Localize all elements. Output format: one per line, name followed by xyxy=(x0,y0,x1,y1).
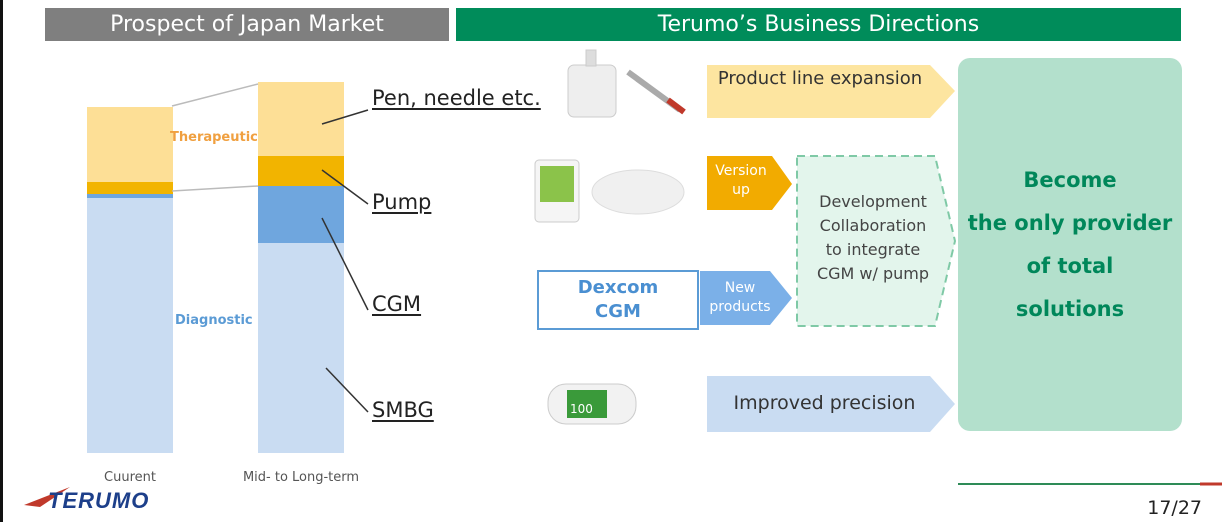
in-bar-label-therapeutic: Therapeutic xyxy=(170,130,258,145)
pen-leader xyxy=(321,109,369,125)
header-market-prospect: Prospect of Japan Market xyxy=(45,8,449,41)
pump-leader xyxy=(321,169,369,205)
dev-line-4: CGM w/ pump xyxy=(816,264,930,283)
improved-precision-text: Improved precision xyxy=(733,392,916,414)
insulin-pump-icon xyxy=(534,159,685,223)
insulin-pen-icon xyxy=(567,49,617,118)
development-dashed-chevron xyxy=(796,155,957,327)
dev-line-3: to integrate xyxy=(825,240,921,259)
in-bar-label-diagnostic: Diagnostic xyxy=(175,313,253,328)
version-up-text: Version up xyxy=(715,163,767,198)
provider-line-1: Become xyxy=(1023,167,1117,192)
provider-line-4: solutions xyxy=(1015,296,1125,321)
terumo-logo: TERUMO xyxy=(48,488,150,513)
new-products-text: New products xyxy=(709,280,771,315)
cgm-leader xyxy=(321,217,369,311)
x-tick-label-0: Cuurent xyxy=(104,470,156,485)
syringe-icon xyxy=(626,69,686,115)
slide-left-border xyxy=(0,0,3,522)
x-tick-label-1: Mid- to Long-term xyxy=(242,470,360,485)
chevron-improved-precision xyxy=(707,376,955,432)
page-number: 17/27 xyxy=(1147,497,1202,519)
total-solutions-provider-box: Become the only provider of total soluti… xyxy=(958,58,1182,431)
provider-line-3: of total xyxy=(1026,253,1114,278)
dexcom-line-2: CGM xyxy=(595,301,641,322)
dexcom-cgm-box: Dexcom CGM xyxy=(537,270,699,330)
bar-cgm-0 xyxy=(87,194,173,198)
label-pump: Pump xyxy=(372,190,432,214)
bar-smbg-1 xyxy=(258,243,344,453)
glucose-meter-icon: 100 xyxy=(547,383,637,425)
chevron-product-line xyxy=(707,65,955,118)
logo-swoosh-icon xyxy=(24,487,70,507)
bar-pump-1 xyxy=(258,156,344,186)
chevron-new-products xyxy=(700,271,792,325)
connector-top xyxy=(171,83,259,107)
dev-line-1: Development xyxy=(819,192,927,211)
product-line-text: Product line expansion xyxy=(717,68,923,89)
meter-readout: 100 xyxy=(570,402,593,416)
provider-line-2: the only provider xyxy=(967,210,1173,235)
chevron-version-up xyxy=(707,156,792,210)
bar-pen-needle-etc--0 xyxy=(87,107,173,182)
dexcom-line-1: Dexcom xyxy=(577,277,659,298)
label-pen-needle: Pen, needle etc. xyxy=(372,86,541,110)
bar-pump-0 xyxy=(87,182,173,194)
bar-pen-needle-etc--1 xyxy=(258,82,344,156)
bar-smbg-0 xyxy=(87,198,173,453)
dev-line-2: Collaboration xyxy=(819,216,927,235)
label-cgm: CGM xyxy=(372,292,422,316)
connector-mid xyxy=(171,185,259,192)
smbg-leader xyxy=(325,367,369,413)
label-smbg: SMBG xyxy=(372,398,434,422)
development-text: Development Collaboration to integrate C… xyxy=(808,190,938,286)
header-business-directions: Terumo’s Business Directions xyxy=(456,8,1181,41)
